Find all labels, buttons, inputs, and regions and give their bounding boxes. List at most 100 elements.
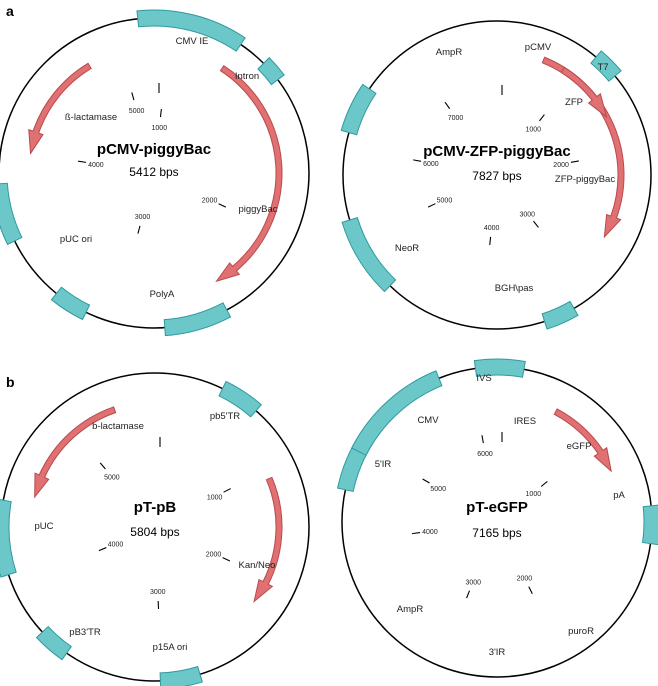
scale-tick-label: 5000 bbox=[437, 197, 453, 204]
orf-arrow bbox=[553, 408, 612, 473]
feature-label-cmv: CMV bbox=[417, 415, 439, 426]
feature-label-cmv-ie: CMV IE bbox=[176, 36, 209, 47]
scale-tick bbox=[444, 101, 451, 110]
scale-tick-label: 7000 bbox=[448, 115, 464, 122]
feature-segment bbox=[590, 50, 622, 82]
scale-tick-label: 6000 bbox=[477, 451, 493, 458]
feature-label-5-ir: 5'IR bbox=[375, 459, 392, 470]
scale-tick-label: 3000 bbox=[135, 214, 151, 221]
feature-label-pb3-tr: pB3'TR bbox=[69, 627, 101, 638]
scale-tick-label: 1000 bbox=[526, 127, 542, 134]
scale-tick bbox=[78, 160, 87, 163]
feature-label-zfp-piggybac: ZFP-piggyBac bbox=[555, 174, 615, 185]
feature-segment bbox=[35, 625, 72, 661]
scale-tick-label: 4000 bbox=[422, 529, 438, 536]
plasmid-name: pT-pB bbox=[134, 499, 177, 516]
orf-arrow bbox=[215, 64, 283, 283]
scale-tick bbox=[223, 488, 231, 493]
feature-label-ampr: AmpR bbox=[397, 604, 424, 615]
plasmid-size: 7827 bps bbox=[472, 169, 521, 183]
feature-segment bbox=[642, 504, 658, 546]
scale-tick bbox=[413, 159, 422, 162]
feature-label-polya: PolyA bbox=[150, 289, 175, 300]
feature-label-egfp: eGFP bbox=[567, 441, 592, 452]
feature-label-puc: pUC bbox=[34, 521, 53, 532]
scale-tick-label: 3000 bbox=[150, 589, 166, 596]
feature-label-pcmv: pCMV bbox=[525, 42, 552, 53]
orf-arrow bbox=[253, 476, 283, 603]
scale-tick-label: 4000 bbox=[484, 225, 500, 232]
scale-tick bbox=[427, 203, 436, 208]
scale-tick bbox=[481, 435, 484, 444]
orf-arrow bbox=[28, 62, 92, 155]
panel-label-b: b bbox=[6, 374, 15, 390]
scale-tick bbox=[159, 109, 162, 118]
scale-tick bbox=[137, 225, 141, 234]
feature-label-ampr: AmpR bbox=[436, 47, 463, 58]
backbone-ring bbox=[342, 20, 652, 330]
scale-tick bbox=[533, 220, 539, 228]
scale-tick bbox=[570, 160, 579, 163]
plasmid-size: 7165 bps bbox=[472, 526, 521, 540]
feature-segment bbox=[341, 217, 397, 293]
feature-label-puc-ori: pUC ori bbox=[60, 234, 92, 245]
scale-tick-label: 1000 bbox=[152, 125, 168, 132]
scale-tick-label: 4000 bbox=[88, 162, 104, 169]
scale-tick-label: 1000 bbox=[526, 491, 542, 498]
scale-tick bbox=[422, 478, 430, 484]
feature-label-3-ir: 3'IR bbox=[489, 647, 506, 658]
feature-segment bbox=[541, 300, 579, 330]
feature-segment bbox=[340, 83, 377, 136]
plasmid-map-pcmv-piggybac: 1000 2000 3000 4000 5000 CMV IE Intron ß-lactam… bbox=[0, 9, 310, 337]
scale-tick bbox=[539, 114, 545, 122]
feature-segment bbox=[0, 499, 17, 578]
plasmid-name: pCMV-ZFP-piggyBac bbox=[423, 143, 571, 160]
plasmid-size: 5804 bps bbox=[130, 525, 179, 539]
feature-segment bbox=[218, 380, 262, 418]
feature-segment bbox=[163, 302, 232, 337]
feature-label-lactamase: ß-lactamase bbox=[65, 112, 117, 123]
scale-tick-label: 5000 bbox=[104, 475, 120, 482]
plasmid-name: pT-eGFP bbox=[466, 499, 528, 516]
plasmid-size: 5412 bps bbox=[129, 165, 178, 179]
feature-label-ivs: IVS bbox=[476, 373, 491, 384]
scale-tick-label: 2000 bbox=[517, 576, 533, 583]
scale-tick-label: 4000 bbox=[108, 542, 124, 549]
feature-segment bbox=[136, 9, 246, 52]
feature-label-p15a-ori: p15A ori bbox=[153, 642, 188, 653]
feature-segment bbox=[257, 57, 285, 86]
scale-tick bbox=[99, 462, 106, 470]
scale-tick bbox=[540, 481, 548, 487]
feature-label-neor: NeoR bbox=[395, 243, 419, 254]
scale-tick-label: 1000 bbox=[207, 495, 223, 502]
scale-tick bbox=[131, 92, 135, 101]
feature-label-puror: puroR bbox=[568, 626, 594, 637]
feature-label-piggybac: piggyBac bbox=[238, 204, 277, 215]
scale-tick-label: 5000 bbox=[430, 486, 446, 493]
feature-label-intron: Intron bbox=[235, 71, 259, 82]
feature-segment bbox=[473, 358, 526, 378]
feature-label-pa: pA bbox=[613, 490, 625, 501]
feature-segment bbox=[50, 286, 91, 321]
feature-label-t7: T7 bbox=[597, 62, 608, 73]
feature-segment bbox=[0, 182, 23, 246]
feature-label-bgh-pas: BGH\pas bbox=[495, 283, 534, 294]
scale-tick-label: 3000 bbox=[519, 211, 535, 218]
scale-tick bbox=[528, 586, 533, 595]
plasmid-name: pCMV-piggyBac bbox=[97, 141, 211, 158]
orf-arrow bbox=[34, 406, 117, 499]
plasmid-map-pt-pb: 10002000300040005000b-lactamasepb5'TRpUC… bbox=[0, 372, 310, 686]
scale-tick bbox=[412, 531, 421, 535]
scale-tick-label: 2000 bbox=[553, 162, 569, 169]
scale-tick bbox=[98, 547, 107, 552]
scale-tick-label: 3000 bbox=[465, 579, 481, 586]
scale-tick-label: 5000 bbox=[129, 108, 145, 115]
feature-label-kan-neo: Kan/Neo bbox=[239, 560, 276, 571]
scale-tick-label: 2000 bbox=[202, 197, 218, 204]
feature-segment bbox=[351, 370, 443, 456]
feature-label-zfp: ZFP bbox=[565, 97, 583, 108]
scale-tick-label: 2000 bbox=[206, 552, 222, 559]
